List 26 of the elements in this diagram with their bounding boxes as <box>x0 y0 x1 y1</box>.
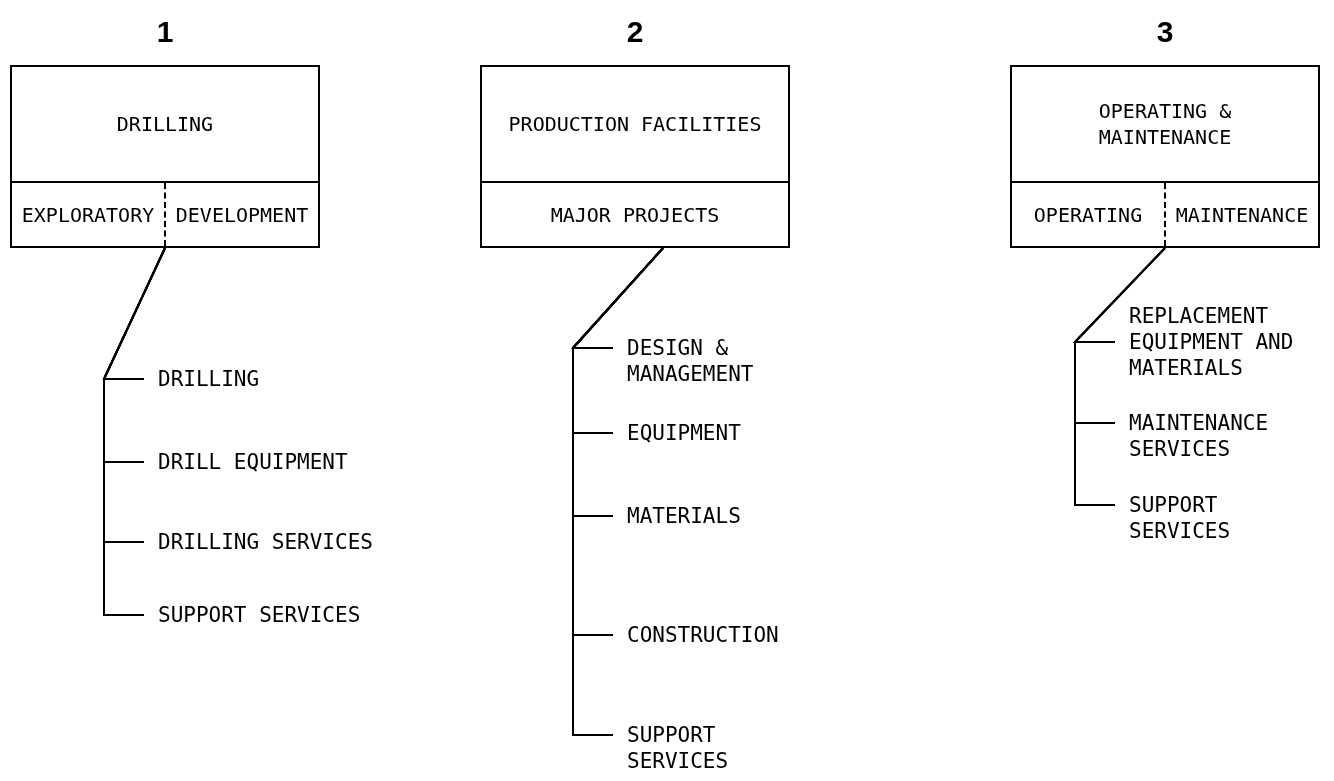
item-label: DESIGN & MANAGEMENT <box>613 335 763 387</box>
item-label: SUPPORT SERVICES <box>1115 492 1245 544</box>
category-title: PRODUCTION FACILITIES <box>507 111 763 138</box>
sub-category-cell: OPERATING <box>1012 183 1164 246</box>
item-label: SUPPORT SERVICES <box>613 722 743 774</box>
connector-line <box>572 247 664 736</box>
item-label: SUPPORT SERVICES <box>144 602 464 628</box>
item-label: REPLACEMENT EQUIPMENT AND MATERIALS <box>1115 303 1320 381</box>
connector-line <box>1074 247 1166 506</box>
sub-category-cell: MAINTENANCE <box>1164 183 1318 246</box>
sub-category-cell: MAJOR PROJECTS <box>482 183 788 246</box>
category-title: DRILLING <box>115 111 215 138</box>
connector-line <box>103 247 166 616</box>
category-number: 3 <box>1155 15 1175 49</box>
item-label: DRILLING SERVICES <box>144 529 464 555</box>
item-label: MAINTENANCE SERVICES <box>1115 410 1295 462</box>
item-label: DRILL EQUIPMENT <box>144 449 464 475</box>
sub-category-cell: EXPLORATORY <box>12 183 164 246</box>
category-number: 2 <box>625 15 645 49</box>
category-title: OPERATING & MAINTENANCE <box>1097 98 1233 151</box>
sub-category-cell: DEVELOPMENT <box>164 183 318 246</box>
item-label: DRILLING <box>144 366 464 392</box>
item-label: CONSTRUCTION <box>613 622 913 648</box>
item-label: EQUIPMENT <box>613 420 913 446</box>
category-number: 1 <box>155 15 175 49</box>
item-label: MATERIALS <box>613 503 913 529</box>
